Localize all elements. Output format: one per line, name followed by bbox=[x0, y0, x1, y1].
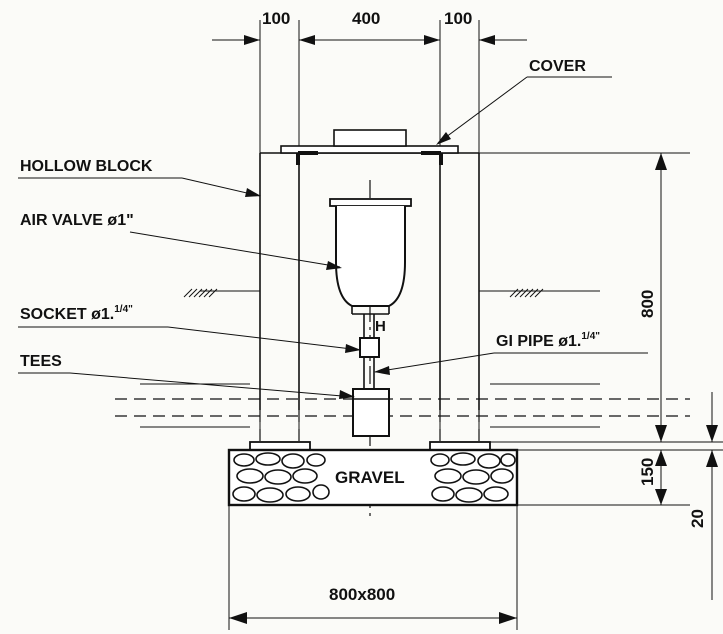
socket bbox=[359, 337, 380, 358]
ground-hatch-right bbox=[509, 288, 544, 298]
dim-text-left-100: 100 bbox=[262, 9, 290, 28]
label-gi-pipe-sup: 1/4" bbox=[581, 331, 600, 342]
cover-handle bbox=[333, 129, 407, 147]
label-gi-pipe-main: GI PIPE ø1. bbox=[496, 333, 581, 350]
valve-mark-h: H bbox=[375, 318, 386, 335]
ground-hatch-left bbox=[183, 288, 218, 298]
leader-tees-arrow bbox=[339, 390, 355, 399]
cover bbox=[280, 129, 459, 165]
gravel-stones-left bbox=[232, 452, 330, 503]
leader-air-valve bbox=[129, 231, 341, 268]
leader-cover bbox=[437, 76, 528, 144]
dim-text-800: 800 bbox=[638, 290, 657, 318]
arrow-800-bottom bbox=[655, 425, 667, 442]
base-arrow-right bbox=[499, 612, 517, 624]
leader-tees bbox=[69, 372, 355, 398]
air-valve-top-flange bbox=[329, 198, 412, 207]
riser-assembly bbox=[352, 314, 390, 437]
air-valve: H bbox=[329, 198, 412, 335]
label-hollow-block: HOLLOW BLOCK bbox=[20, 158, 153, 175]
arrow-right-100 bbox=[479, 35, 495, 45]
arrow-400-left bbox=[299, 35, 315, 45]
leader-cover-arrow bbox=[436, 132, 451, 145]
pad-right bbox=[429, 441, 491, 451]
air-valve-body bbox=[335, 206, 406, 307]
gravel-label: GRAVEL bbox=[335, 468, 405, 487]
right-dimensions: 800 150 20 bbox=[479, 152, 723, 600]
label-socket: SOCKET ø1.1/4" bbox=[20, 304, 133, 323]
cover-frame-right bbox=[421, 151, 443, 165]
dim-text-right-100: 100 bbox=[444, 9, 472, 28]
label-tees: TEES bbox=[20, 353, 62, 370]
arrow-150-bottom bbox=[655, 489, 667, 505]
dim-text-150: 150 bbox=[638, 458, 657, 486]
base-dimension: 800x800 bbox=[228, 505, 518, 630]
dim-text-20: 20 bbox=[688, 509, 707, 528]
gravel-bed: GRAVEL bbox=[227, 448, 519, 507]
main-pipe-hidden bbox=[115, 383, 690, 428]
arrow-150-top bbox=[655, 450, 667, 466]
arrow-400-right bbox=[424, 35, 440, 45]
label-cover: COVER bbox=[529, 58, 586, 75]
leader-socket bbox=[167, 326, 361, 351]
callouts: COVER HOLLOW BLOCK AIR VALVE ø1" SOCKET … bbox=[18, 58, 648, 399]
label-socket-main: SOCKET ø1. bbox=[20, 306, 114, 323]
arrow-20-bottom bbox=[706, 450, 718, 467]
label-socket-sup: 1/4" bbox=[114, 304, 133, 315]
leader-socket-arrow bbox=[345, 344, 361, 353]
arrow-left-100 bbox=[244, 35, 260, 45]
label-gi-pipe: GI PIPE ø1.1/4" bbox=[496, 331, 600, 350]
label-air-valve: AIR VALVE ø1" bbox=[20, 212, 134, 229]
pad-left bbox=[249, 441, 311, 451]
arrow-800-top bbox=[655, 153, 667, 170]
base-arrow-left bbox=[229, 612, 247, 624]
leader-gi-pipe-arrow bbox=[374, 366, 390, 375]
dim-text-400: 400 bbox=[352, 9, 380, 28]
base-dim-text: 800x800 bbox=[329, 585, 395, 604]
leader-air-valve-arrow bbox=[326, 261, 342, 270]
leader-gi-pipe bbox=[374, 352, 495, 373]
gravel-stones-right bbox=[430, 452, 516, 503]
tees bbox=[352, 388, 390, 437]
arrow-20-top bbox=[706, 425, 718, 442]
top-dimension-chain: 100 400 100 bbox=[212, 9, 527, 440]
ground-lines bbox=[183, 288, 600, 298]
cover-frame-left bbox=[296, 151, 318, 165]
leader-hollow-block-arrow bbox=[245, 188, 261, 197]
